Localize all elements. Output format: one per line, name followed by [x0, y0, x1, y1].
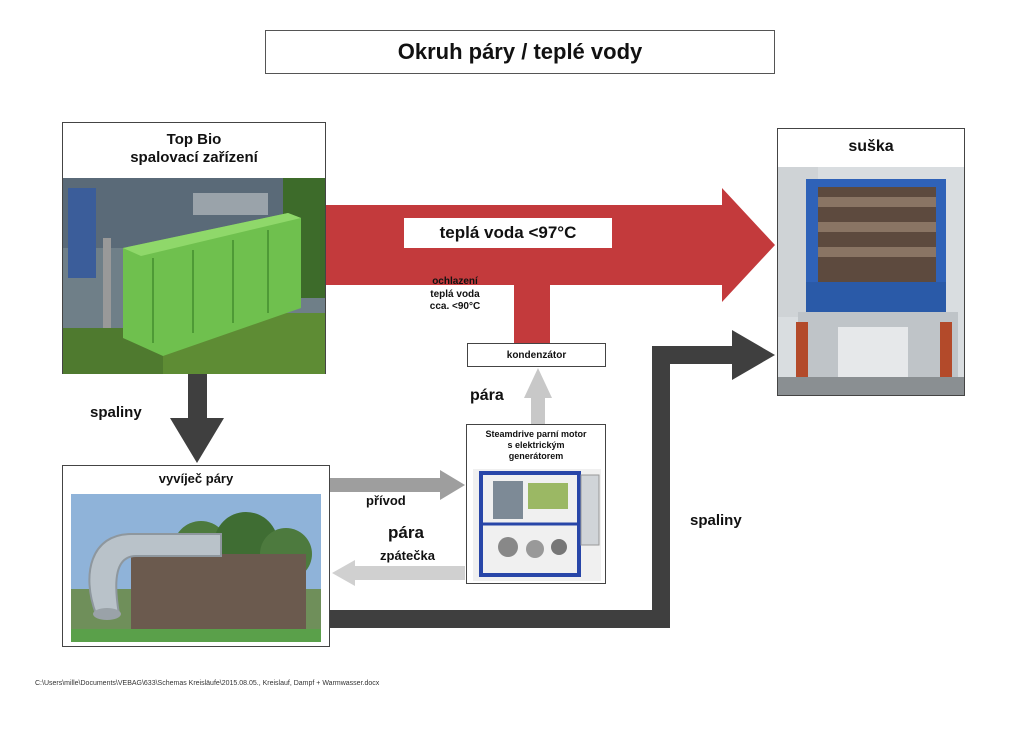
- steam-engine-label-line3: generátorem: [508, 450, 564, 461]
- supply-label: přívod: [366, 493, 406, 508]
- steam-up-label: pára: [470, 387, 504, 404]
- diagram-title: Okruh páry / teplé vody: [265, 30, 775, 74]
- steam-return-arrow: [332, 560, 465, 586]
- steam-generator-label: vyvíječ páry: [158, 471, 234, 486]
- condenser-label: kondenzátor: [506, 349, 567, 361]
- hot-water-label-box: teplá voda <97°C: [404, 218, 612, 248]
- cooled-water-line3: cca. <90°C: [429, 301, 481, 312]
- hot-water-label: teplá voda <97°C: [439, 223, 577, 242]
- footer-file-path: C:\Users\mille\Documents\VEBAG\633\Schem…: [35, 680, 380, 687]
- dryer-label: suška: [848, 138, 894, 155]
- steam-engine-label-line1: Steamdrive parní motor: [485, 429, 587, 439]
- condenser-box: kondenzátor: [467, 343, 606, 367]
- steam-mid-label: pára: [388, 523, 424, 542]
- cooled-water-line2: teplá voda: [430, 288, 480, 300]
- return-label: zpátečka: [380, 548, 435, 563]
- flue-gas-right-arrow: [330, 330, 775, 628]
- boiler-label-line2: spalovací zařízení: [130, 149, 258, 166]
- steam-supply-arrow: [330, 470, 465, 500]
- boiler-panel: Top Bio spalovací zařízení: [62, 122, 326, 374]
- steam-generator-photo: [71, 494, 321, 642]
- cooled-water-label: ochlazení teplá voda cca. <90°C: [410, 276, 500, 314]
- cooled-water-pipe: [514, 265, 550, 343]
- flue-gas-down-label: spaliny: [90, 404, 142, 421]
- steam-up-arrow: [524, 368, 552, 426]
- dryer-panel: suška: [777, 128, 965, 396]
- flue-gas-down-arrow: [170, 374, 224, 463]
- steam-engine-label-line2: s elektrickým: [507, 439, 565, 450]
- boiler-label-line1: Top Bio: [166, 131, 222, 148]
- steam-generator-panel: vyvíječ páry: [62, 465, 330, 647]
- boiler-photo: [63, 178, 325, 374]
- dryer-photo: [778, 167, 964, 395]
- steam-engine-photo: [473, 469, 601, 581]
- flue-gas-right-label: spaliny: [690, 512, 742, 529]
- steam-engine-panel: Steamdrive parní motor s elektrickým gen…: [466, 424, 606, 584]
- cooled-water-line1: ochlazení: [432, 276, 478, 287]
